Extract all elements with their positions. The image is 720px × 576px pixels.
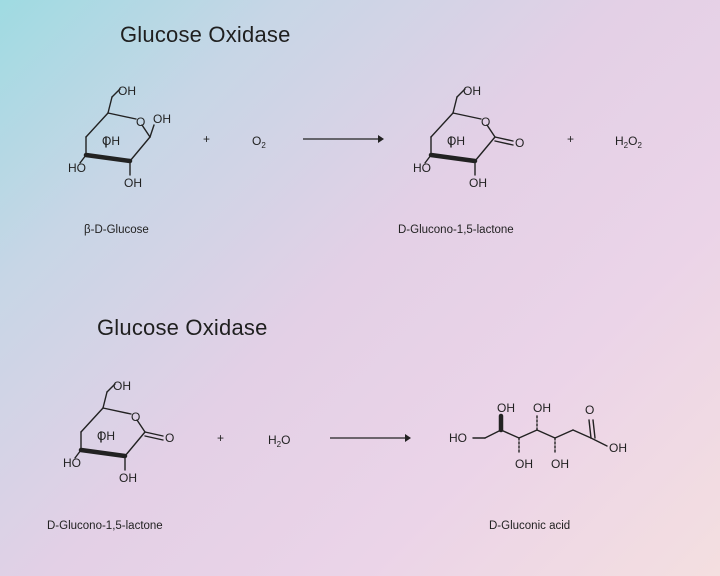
atom-acid-ho: HO <box>449 431 467 445</box>
reaction1-arrow <box>303 135 384 143</box>
atom-carbonyl-o: O <box>515 136 524 150</box>
atom-ring-o: O <box>136 115 145 129</box>
atom-oh-bottom: OH <box>469 176 487 190</box>
atom-acid-oh-4: OH <box>551 457 569 471</box>
reaction1-title: Glucose Oxidase <box>120 22 291 47</box>
atom-acid-oh-end: OH <box>609 441 627 455</box>
glucono-lactone-label-top: D-Glucono-1,5-lactone <box>398 224 514 236</box>
oxygen-molecule: O2 <box>252 134 266 150</box>
atom-oh-top: OH <box>463 84 481 98</box>
atom-oh-inner: OH <box>102 134 120 148</box>
atom-ho-left: HO <box>63 456 81 470</box>
reaction2-plus: + <box>217 431 225 445</box>
water-molecule: H2O <box>268 433 291 449</box>
atom-oh-bottom: OH <box>119 471 137 485</box>
atom-carbonyl-o: O <box>165 431 174 445</box>
atom-acid-oh-2: OH <box>533 401 551 415</box>
atom-ring-o: O <box>131 410 140 424</box>
reaction1-plus-2: + <box>567 132 575 146</box>
glucono-lactone-structure-bottom: OH O O OH HO OH <box>63 379 174 485</box>
atom-ring-o: O <box>481 115 490 129</box>
d-gluconic-acid-label: D-Gluconic acid <box>489 520 571 532</box>
atom-acid-oh-3: OH <box>515 457 533 471</box>
atom-acid-o-top: O <box>585 403 594 417</box>
d-gluconic-acid-structure: HO OH OH OH OH O OH <box>449 401 627 471</box>
reaction1-plus-1: + <box>203 132 211 146</box>
atom-oh-top: OH <box>118 84 136 98</box>
reaction2-title: Glucose Oxidase <box>97 315 268 340</box>
glucono-lactone-label-bottom: D-Glucono-1,5-lactone <box>47 520 163 532</box>
atom-oh-bottom: OH <box>124 176 142 190</box>
atom-acid-oh-1: OH <box>497 401 515 415</box>
beta-d-glucose-structure: OH OH O OH HO OH <box>68 84 171 190</box>
atom-oh-inner: OH <box>447 134 465 148</box>
atom-ho-left: HO <box>413 161 431 175</box>
reaction2-arrow <box>330 434 411 442</box>
hydrogen-peroxide: H2O2 <box>615 134 642 150</box>
beta-d-glucose-label: β-D-Glucose <box>84 224 149 236</box>
glucono-lactone-structure-top: OH O O OH HO OH <box>413 84 524 190</box>
atom-oh-inner: OH <box>97 429 115 443</box>
atom-oh-top: OH <box>113 379 131 393</box>
atom-ho-left: HO <box>68 161 86 175</box>
atom-oh-anomeric: OH <box>153 112 171 126</box>
